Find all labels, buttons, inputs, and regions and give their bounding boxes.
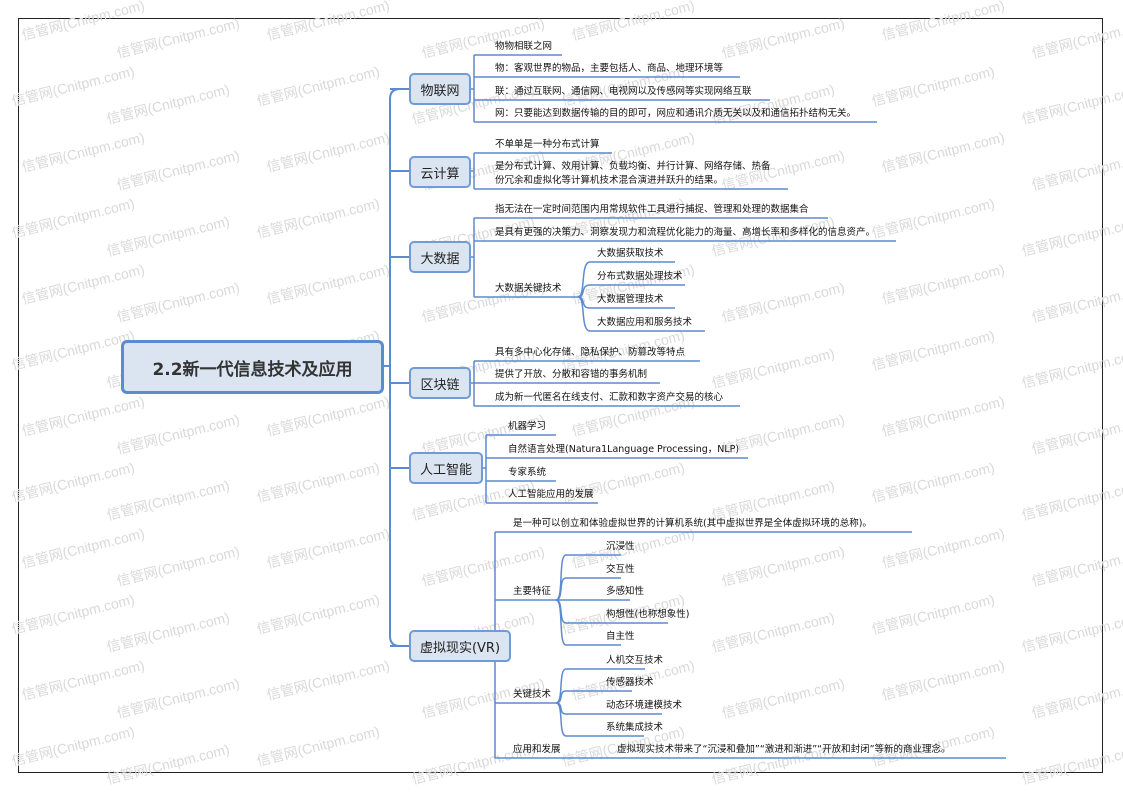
leaf-iot: 物：客观世界的物品，主要包括人、商品、地理环境等 xyxy=(495,63,724,74)
connector xyxy=(577,296,705,332)
leaf-ai: 专家系统 xyxy=(508,467,547,478)
connector xyxy=(555,577,621,601)
leaf-cloud: 是分布式计算、效用计算、负载均衡、并行计算、网络存储、热备 xyxy=(495,161,771,172)
leaf-vr-key-tech: 关键技术 xyxy=(513,689,552,700)
leaf-bigdata: 指无法在一定时间范围内用常规软件工具进行捕捉、管理和处理的数据集合 xyxy=(495,204,809,215)
connector xyxy=(577,284,685,298)
leaf-tech: 大数据获取技术 xyxy=(597,248,664,259)
leaf-feature: 自主性 xyxy=(606,631,635,642)
leaf-ai: 自然语言处理(Natura1Language Processing，NLP) xyxy=(508,444,740,455)
branch-cloud[interactable]: 云计算 xyxy=(409,156,471,188)
branch-ai[interactable]: 人工智能 xyxy=(409,452,483,484)
leaf-iot: 联：通过互联网、通信网、电视网以及传感网等实现网络互联 xyxy=(495,86,752,97)
leaf-cloud: 份冗余和虚拟化等计算机技术混合演进并跃升的结果。 xyxy=(495,175,724,186)
leaf-iot: 物物相联之网 xyxy=(495,41,553,52)
page-frame xyxy=(18,18,1103,773)
leaf-bigdata: 是具有更强的决策力、洞察发现力和流程优化能力的海量、高增长率和多样化的信息资产。 xyxy=(495,227,876,238)
branch-bigdata[interactable]: 大数据 xyxy=(409,241,471,273)
branch-blockchain[interactable]: 区块链 xyxy=(409,367,471,399)
leaf-blockchain: 成为新一代匿名在线支付、汇款和数字资产交易的核心 xyxy=(495,392,724,403)
connector xyxy=(577,261,675,298)
connector xyxy=(555,668,645,704)
branch-iot[interactable]: 物联网 xyxy=(409,73,471,105)
leaf-blockchain: 提供了开放、分散和容错的事务机制 xyxy=(495,369,648,380)
leaf-blockchain: 具有多中心化存储、隐私保护、防篡改等特点 xyxy=(495,347,686,358)
leaf-vr-tech: 人机交互技术 xyxy=(606,655,664,666)
leaf-vr-tech: 系统集成技术 xyxy=(606,722,664,733)
leaf-ai: 机器学习 xyxy=(508,421,547,432)
leaf-feature: 交互性 xyxy=(606,564,635,575)
root-node[interactable]: 2.2新一代信息技术及应用 xyxy=(121,340,384,394)
leaf-ai: 人工智能应用的发展 xyxy=(508,489,594,500)
vr-application-text: 虚拟现实技术带来了“沉浸和叠加”“激进和渐进”“开放和封闭”等新的商业理念。 xyxy=(617,744,951,755)
connector xyxy=(384,88,401,647)
leaf-tech: 分布式数据处理技术 xyxy=(597,271,683,282)
leaf-vr-features: 主要特征 xyxy=(513,586,552,597)
leaf-vr-definition: 是一种可以创立和体验虚拟世界的计算机系统(其中虚拟世界是全体虚拟环境的总称)。 xyxy=(513,518,872,529)
leaf-feature: 沉浸性 xyxy=(606,541,635,552)
leaf-feature: 多感知性 xyxy=(606,586,645,597)
connector xyxy=(555,599,621,646)
leaf-iot: 网：只要能达到数据传输的目的即可，网应和通讯介质无关以及和通信拓扑结构无关。 xyxy=(495,108,857,119)
leaf-tech: 大数据管理技术 xyxy=(597,294,664,305)
leaf-feature: 构想性(也称想象性) xyxy=(606,609,690,620)
leaf-bigdata-key-tech: 大数据关键技术 xyxy=(495,283,562,294)
leaf-vr-tech: 传感器技术 xyxy=(606,677,654,688)
connector xyxy=(555,702,644,737)
leaf-vr-application: 应用和发展 xyxy=(513,744,561,755)
branch-vr[interactable]: 虚拟现实(VR) xyxy=(409,630,511,662)
leaf-tech: 大数据应用和服务技术 xyxy=(597,317,693,328)
leaf-vr-tech: 动态环境建模技术 xyxy=(606,700,683,711)
leaf-cloud: 不单单是一种分布式计算 xyxy=(495,139,600,150)
